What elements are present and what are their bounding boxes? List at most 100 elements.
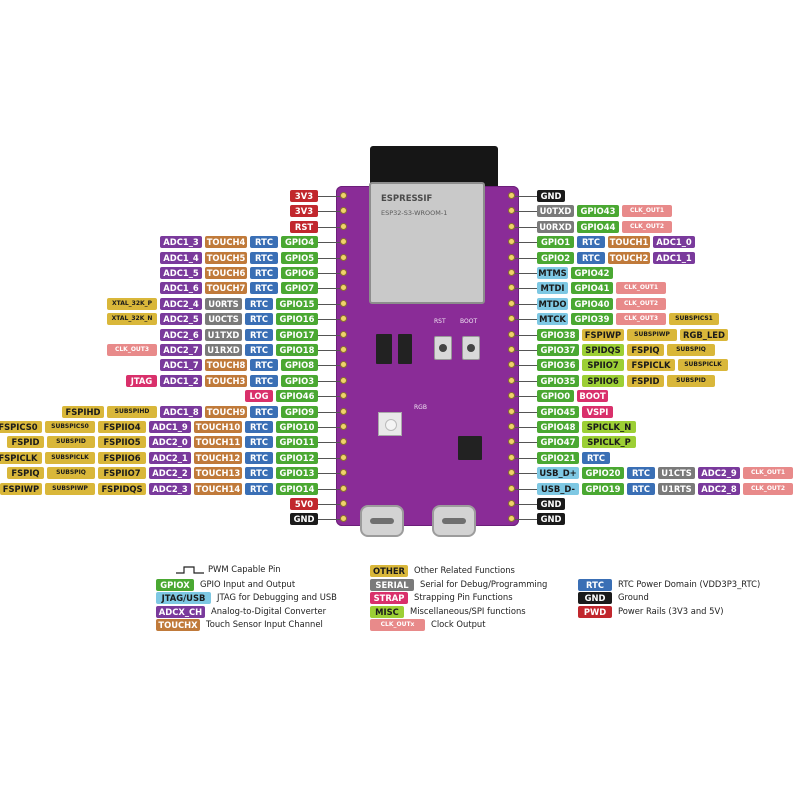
- pin-lead-line: [515, 242, 537, 243]
- header-pin-hole: [508, 315, 515, 322]
- right-pin-20-label-3: RTC: [627, 483, 655, 495]
- right-pin-9-label-1: MTCK: [537, 313, 568, 325]
- left-pin-13-label-5: GPIO3: [281, 375, 318, 387]
- legend-tag-strap: STRAP: [370, 592, 408, 605]
- right-pin-19-label-2: GPIO20: [582, 467, 624, 479]
- left-pin-8-label-2: ADC2_4: [160, 298, 202, 310]
- pin-lead-line: [515, 365, 537, 366]
- left-pin-13-label-1: JTAG: [126, 375, 157, 387]
- header-pin-hole: [508, 469, 515, 476]
- right-pin-10-label-3: SUBSPIWP: [627, 329, 677, 341]
- left-pin-21-label-1: 5V0: [290, 498, 318, 510]
- header-pin-hole: [508, 223, 515, 230]
- pin-lead-line: [318, 242, 340, 243]
- left-pin-5-label-4: GPIO5: [281, 252, 318, 264]
- left-pin-18-label-5: TOUCH12: [194, 452, 242, 464]
- legend-description: Other Related Functions: [414, 565, 515, 575]
- left-pin-18-label-3: FSPIIO6: [98, 452, 146, 464]
- usb-c-port-uart[interactable]: [360, 505, 404, 537]
- left-pin-6-label-3: RTC: [250, 267, 278, 279]
- right-pin-19-label-1: USB_D+: [537, 467, 579, 479]
- header-pin-hole: [340, 377, 347, 384]
- right-pin-4-label-1: GPIO1: [537, 236, 574, 248]
- left-pin-20-label-4: ADC2_3: [149, 483, 191, 495]
- right-pin-3-label-2: GPIO44: [577, 221, 619, 233]
- left-pin-17-label-3: FSPIIO5: [98, 436, 146, 448]
- header-pin-hole: [340, 254, 347, 261]
- right-pin-13-label-1: GPIO35: [537, 375, 579, 387]
- legend-tag-misc: MISC: [370, 605, 404, 618]
- left-pin-16-label-5: TOUCH10: [194, 421, 242, 433]
- right-pin-17-label-2: SPICLK_P: [582, 436, 636, 448]
- right-pin-5-label-4: ADC1_1: [653, 252, 695, 264]
- header-pin-hole: [340, 192, 347, 199]
- right-pin-7-label-1: MTDI: [537, 282, 568, 294]
- right-pin-11-label-3: FSPIQ: [627, 344, 664, 356]
- legend-description: Serial for Debug/Programming: [420, 578, 548, 589]
- right-pin-5-label-3: TOUCH2: [608, 252, 650, 264]
- left-pin-4-label-2: TOUCH4: [205, 236, 247, 248]
- pin-lead-line: [515, 519, 537, 520]
- pin-lead-line: [515, 350, 537, 351]
- left-pin-18-label-4: ADC2_1: [149, 452, 191, 464]
- left-pin-16-label-1: FSPICS0: [0, 421, 42, 433]
- left-pin-12-label-1: ADC1_7: [160, 359, 202, 371]
- left-pin-10-label-3: RTC: [245, 329, 273, 341]
- right-pin-19-label-5: ADC2_9: [698, 467, 740, 479]
- left-pin-20-label-3: FSPIDQS: [98, 483, 146, 495]
- pin-lead-line: [318, 273, 340, 274]
- legend-tag-other: OTHER: [370, 565, 408, 577]
- header-pin-hole: [340, 408, 347, 415]
- right-pin-10-label-1: GPIO38: [537, 329, 579, 341]
- header-pin-hole: [340, 469, 347, 476]
- pin-lead-line: [515, 304, 537, 305]
- left-pin-16-label-3: FSPIIO4: [98, 421, 146, 433]
- left-pin-4-label-3: RTC: [250, 236, 278, 248]
- left-pin-19-label-6: RTC: [245, 467, 273, 479]
- right-pin-15-label-1: GPIO45: [537, 406, 579, 418]
- legend-description: Touch Sensor Input Channel: [206, 619, 323, 630]
- left-pin-16-label-7: GPIO10: [276, 421, 318, 433]
- right-pin-2-label-1: U0TXD: [537, 205, 574, 217]
- header-pin-hole: [508, 254, 515, 261]
- pin-lead-line: [318, 365, 340, 366]
- pin-lead-line: [515, 489, 537, 490]
- left-pin-10-label-4: GPIO17: [276, 329, 318, 341]
- left-pin-3-label-1: RST: [290, 221, 318, 233]
- legend-description: JTAG for Debugging and USB: [217, 592, 337, 603]
- header-pin-hole: [340, 361, 347, 368]
- pin-lead-line: [318, 427, 340, 428]
- right-pin-7-label-2: GPIO41: [571, 282, 613, 294]
- left-pin-7-label-3: RTC: [250, 282, 278, 294]
- left-pin-20-label-1: FSPIWP: [0, 483, 42, 495]
- right-pin-18-label-2: RTC: [582, 452, 610, 464]
- pin-lead-line: [318, 396, 340, 397]
- legend-tag-jtag-usb: JTAG/USB: [156, 592, 211, 605]
- right-pin-19-label-6: CLK_OUT1: [743, 467, 793, 479]
- legend-tag-adcx-ch: ADCX_CH: [156, 605, 205, 618]
- header-pin-hole: [340, 315, 347, 322]
- boot-button[interactable]: [462, 336, 480, 360]
- header-pin-hole: [508, 361, 515, 368]
- rst-button[interactable]: [434, 336, 452, 360]
- usb-c-port-usb[interactable]: [432, 505, 476, 537]
- rgb-silk-label: RGB: [414, 404, 427, 411]
- right-pin-8-label-3: CLK_OUT2: [616, 298, 666, 310]
- right-pin-11-label-4: SUBSPIQ: [667, 344, 715, 356]
- right-pin-9-label-4: SUBSPICS1: [669, 313, 719, 325]
- header-pin-hole: [508, 284, 515, 291]
- left-pin-5-label-1: ADC1_4: [160, 252, 202, 264]
- right-pin-20-label-6: CLK_OUT2: [743, 483, 793, 495]
- header-pin-hole: [508, 485, 515, 492]
- header-pin-hole: [508, 346, 515, 353]
- left-pin-17-label-2: SUBSPID: [47, 436, 95, 448]
- right-pin-15-label-2: VSPI: [582, 406, 613, 418]
- right-pin-12-label-2: SPIIO7: [582, 359, 624, 371]
- right-pin-10-label-4: RGB_LED: [680, 329, 728, 341]
- pin-lead-line: [515, 288, 537, 289]
- pin-lead-line: [318, 489, 340, 490]
- pin-lead-line: [318, 319, 340, 320]
- right-pin-22-label-1: GND: [537, 513, 565, 525]
- left-pin-19-label-4: ADC2_2: [149, 467, 191, 479]
